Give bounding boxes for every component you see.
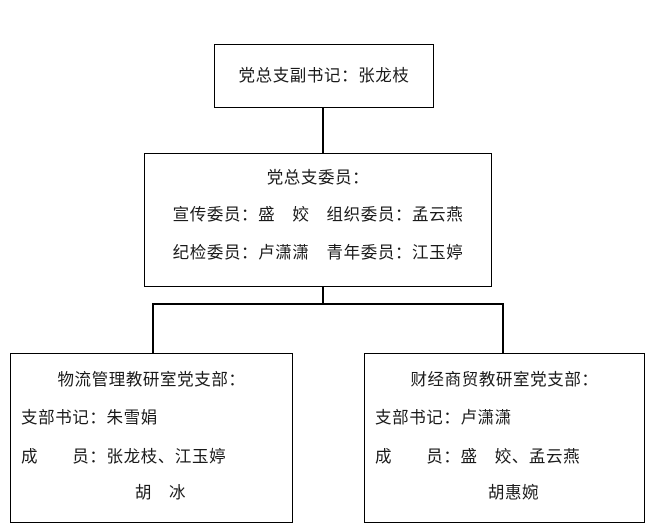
- connector-to-finance-branch: [502, 303, 504, 354]
- logistics-branch-members-continued: 胡 冰: [134, 482, 187, 502]
- connector-branch-bar: [153, 303, 503, 305]
- connector-to-logistics-branch: [152, 303, 154, 354]
- deputy-secretary-text: 党总支副书记：张龙枝: [238, 66, 410, 86]
- logistics-branch-title: 物流管理教研室党支部：: [57, 370, 246, 389]
- connector-committee-stub: [322, 287, 324, 304]
- finance-branch-members-continued: 胡惠婉: [487, 482, 540, 502]
- committee-row-2: 纪检委员：卢潇潇 青年委员：江玉婷: [172, 242, 464, 262]
- finance-branch-secretary: 支部书记：卢潇潇: [375, 408, 512, 428]
- committee-heading: 党总支委员：: [266, 168, 370, 187]
- finance-branch-title: 财经商贸教研室党支部：: [410, 370, 599, 389]
- node-branch-logistics[interactable]: 物流管理教研室党支部： 支部书记：朱雪娟 成 员：张龙枝、江玉婷 胡 冰: [10, 353, 293, 523]
- finance-branch-members: 成 员：盛 姣、孟云燕: [375, 446, 581, 466]
- connector-deputy-to-committee: [322, 108, 324, 154]
- logistics-branch-members: 成 员：张龙枝、江玉婷: [21, 446, 227, 466]
- node-party-committee[interactable]: 党总支委员： 宣传委员：盛 姣 组织委员：孟云燕 纪检委员：卢潇潇 青年委员：江…: [144, 153, 492, 287]
- node-branch-finance[interactable]: 财经商贸教研室党支部： 支部书记：卢潇潇 成 员：盛 姣、孟云燕 胡惠婉: [364, 353, 645, 523]
- committee-row-1: 宣传委员：盛 姣 组织委员：孟云燕: [172, 205, 464, 225]
- logistics-branch-secretary: 支部书记：朱雪娟: [21, 408, 158, 428]
- node-deputy-secretary[interactable]: 党总支副书记：张龙枝: [214, 44, 434, 108]
